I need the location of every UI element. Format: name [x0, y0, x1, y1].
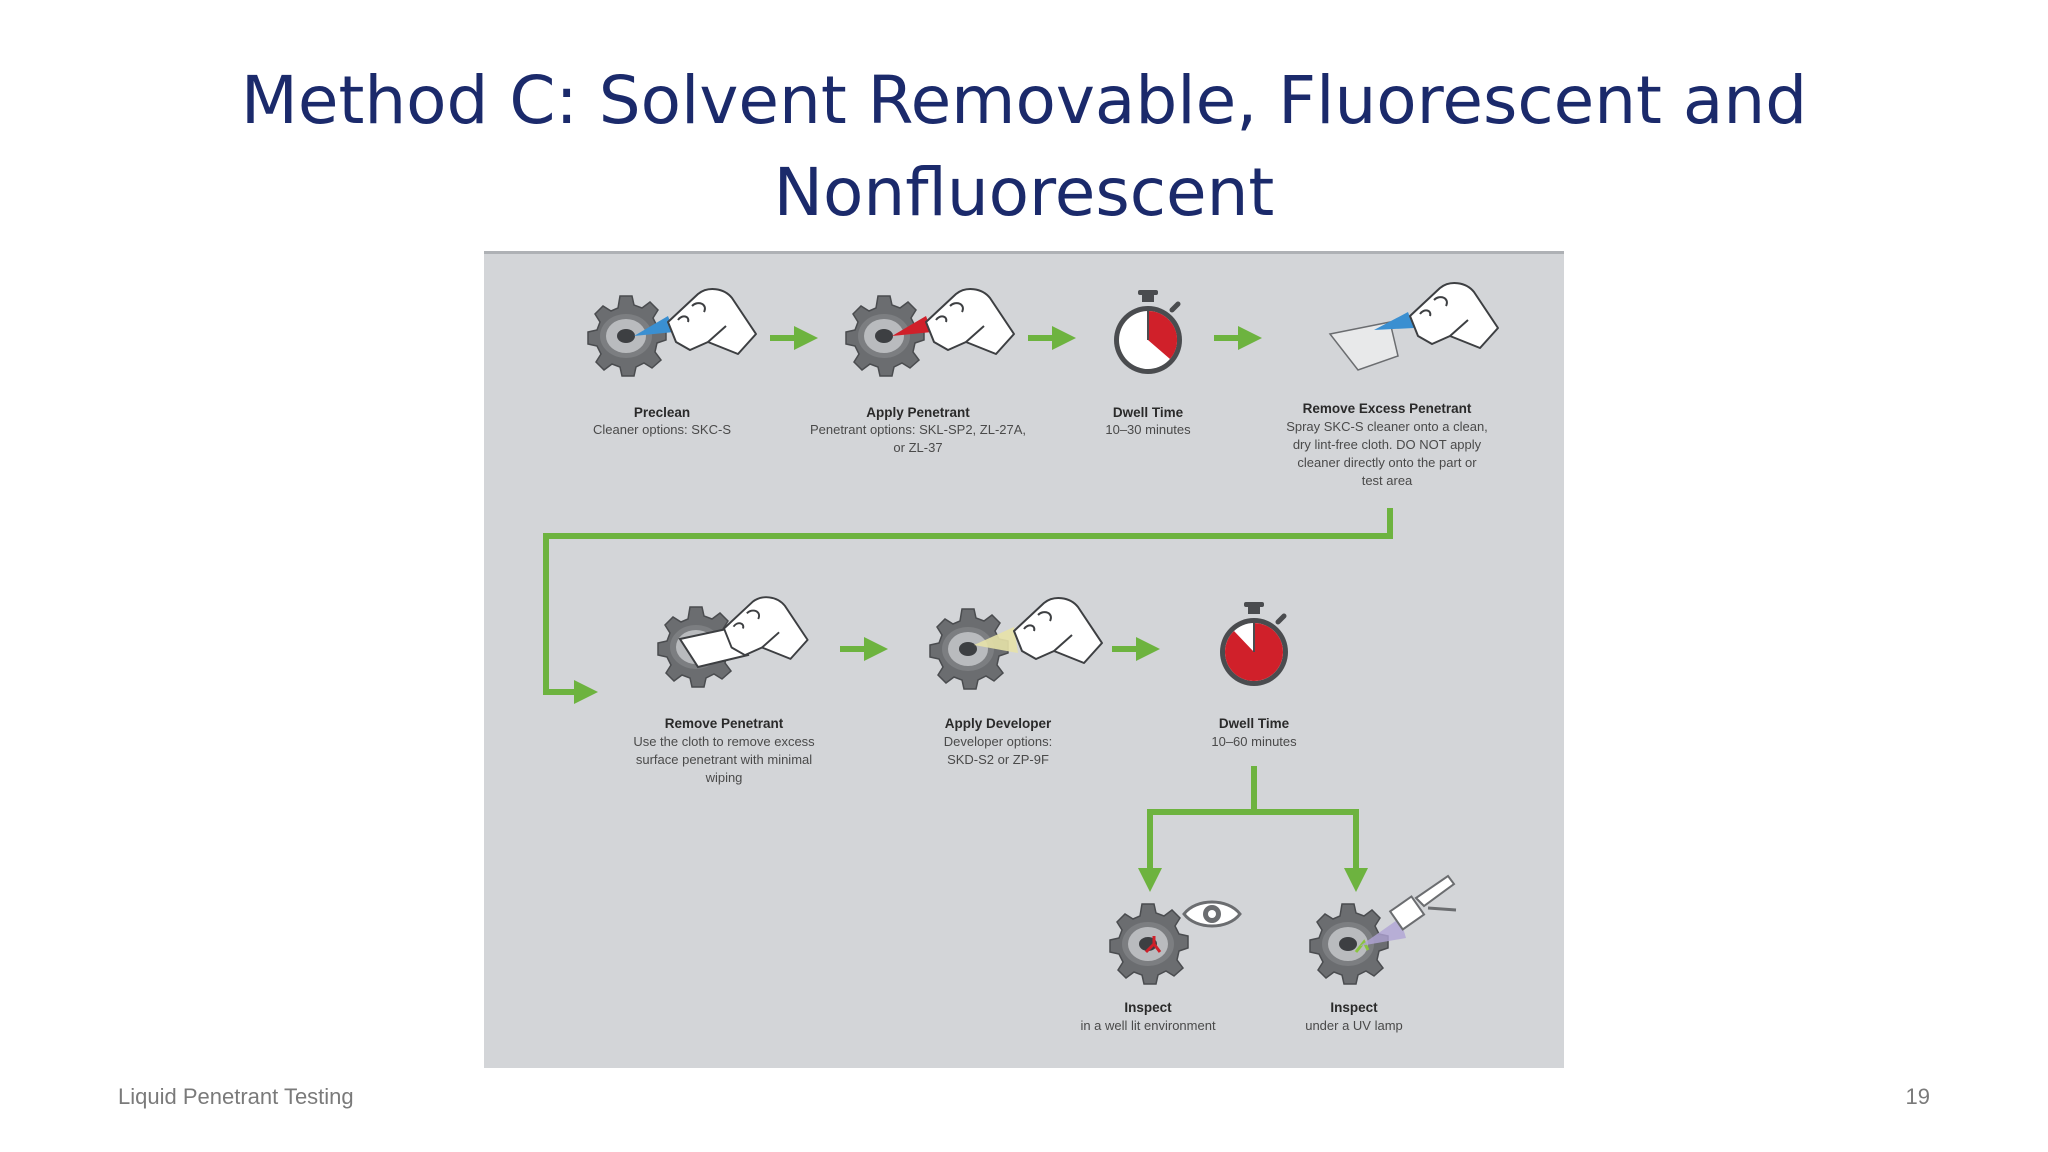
connector-row1-row2 — [543, 508, 1393, 704]
apply-penetrant-icon — [845, 288, 1015, 377]
dwell-time-1-title: Dwell Time — [1113, 405, 1184, 420]
apply-developer-line-1: Developer options: — [944, 734, 1052, 749]
branch-connector-right — [1254, 809, 1368, 892]
preclean-line-1: Cleaner options: SKC-S — [593, 422, 731, 437]
dwell-time-1-icon — [1114, 290, 1182, 374]
apply-penetrant-line-2: or ZL-37 — [893, 440, 942, 455]
slide-title: Method C: Solvent Removable, Fluorescent… — [0, 55, 2048, 239]
remove-penetrant-title: Remove Penetrant — [665, 716, 784, 731]
remove-excess-line-3: cleaner directly onto the part or — [1297, 455, 1477, 470]
apply-developer-icon — [929, 597, 1103, 690]
remove-excess-line-2: dry lint-free cloth. DO NOT apply — [1293, 437, 1482, 452]
apply-penetrant-line-1: Penetrant options: SKL-SP2, ZL-27A, — [810, 422, 1026, 437]
inspect-visible-icon — [1109, 900, 1242, 985]
apply-penetrant-title: Apply Penetrant — [866, 405, 970, 420]
eye-icon — [1182, 900, 1242, 928]
preclean-title: Preclean — [634, 405, 690, 420]
remove-penetrant-icon — [657, 596, 809, 688]
branch-connector — [1138, 766, 1257, 892]
uv-lamp-icon — [1388, 874, 1457, 931]
title-line-1: Method C: Solvent Removable, Fluorescent… — [240, 62, 1808, 139]
preclean-icon — [587, 288, 757, 377]
process-diagram: Preclean Cleaner options: SKC-S Apply Pe… — [484, 251, 1564, 1068]
dwell-time-2-line-1: 10–60 minutes — [1211, 734, 1297, 749]
dwell-time-2-icon — [1220, 602, 1288, 686]
inspect-visible-title: Inspect — [1124, 1000, 1172, 1015]
dwell-time-2-title: Dwell Time — [1219, 716, 1290, 731]
dwell-time-1-line-1: 10–30 minutes — [1105, 422, 1191, 437]
inspect-uv-line-1: under a UV lamp — [1305, 1018, 1403, 1033]
process-diagram-svg: Preclean Cleaner options: SKC-S Apply Pe… — [543, 282, 1499, 1033]
remove-excess-line-1: Spray SKC-S cleaner onto a clean, — [1286, 419, 1488, 434]
apply-developer-line-2: SKD-S2 or ZP-9F — [947, 752, 1049, 767]
title-line-2: Nonfluorescent — [773, 154, 1275, 231]
remove-penetrant-line-1: Use the cloth to remove excess — [633, 734, 815, 749]
remove-excess-line-4: test area — [1362, 473, 1413, 488]
remove-penetrant-line-2: surface penetrant with minimal — [636, 752, 812, 767]
footer-label: Liquid Penetrant Testing — [118, 1084, 354, 1109]
remove-excess-icon — [1328, 282, 1499, 371]
inspect-uv-title: Inspect — [1330, 1000, 1378, 1015]
inspect-visible-line-1: in a well lit environment — [1080, 1018, 1216, 1033]
page-number: 19 — [1905, 1084, 1930, 1109]
apply-developer-title: Apply Developer — [945, 716, 1052, 731]
inspect-uv-icon — [1309, 874, 1457, 985]
remove-excess-title: Remove Excess Penetrant — [1303, 401, 1472, 416]
remove-penetrant-line-3: wiping — [705, 770, 743, 785]
